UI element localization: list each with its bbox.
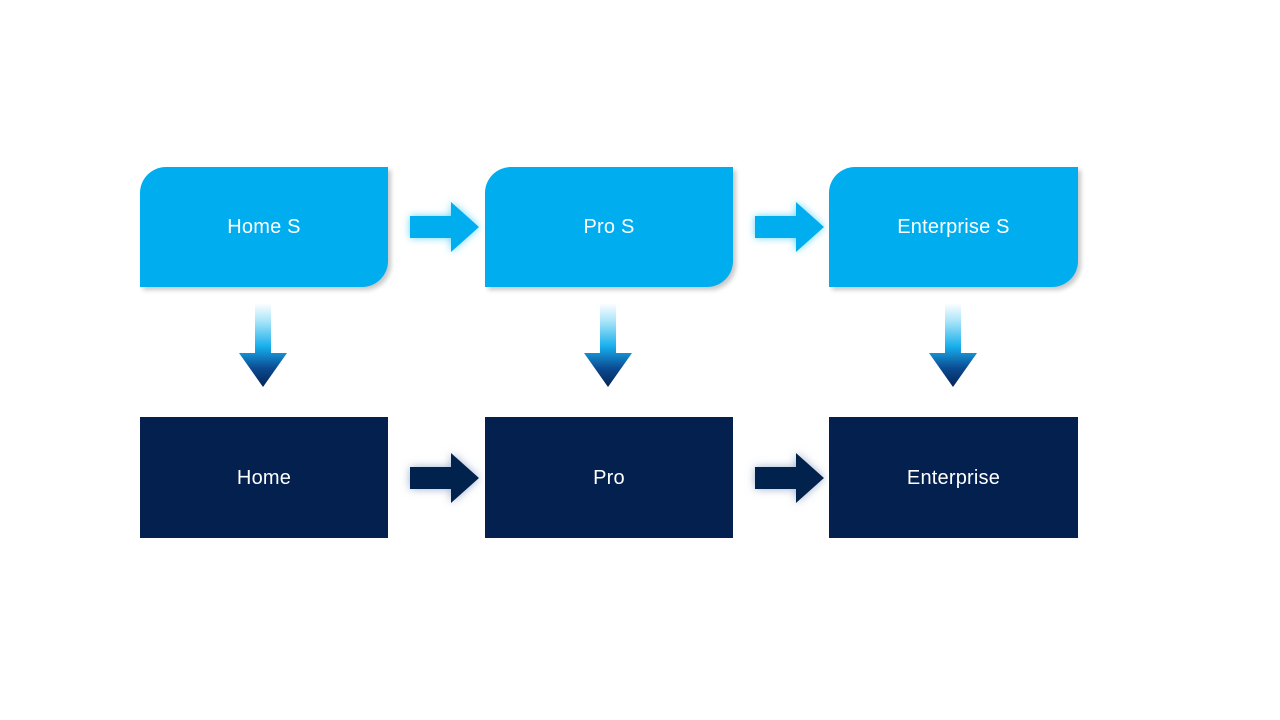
arrow-down-icon-home-s-to-home — [232, 303, 294, 391]
process-node-pro[interactable]: Pro — [485, 417, 733, 538]
arrow-right-icon-pro-to-enterprise — [750, 449, 828, 507]
node-label: Pro S — [583, 216, 635, 238]
process-node-enterprise-s[interactable]: Enterprise S — [829, 167, 1078, 287]
process-node-pro-s[interactable]: Pro S — [485, 167, 733, 287]
arrow-down-icon-enterprise-s-to-enterprise — [922, 303, 984, 391]
process-node-home-s[interactable]: Home S — [140, 167, 388, 287]
node-label: Enterprise S — [897, 216, 1010, 238]
arrow-right-icon-home-s-to-pro-s — [405, 198, 483, 256]
node-label: Enterprise — [906, 466, 1001, 489]
arrow-right-icon-home-to-pro — [405, 449, 483, 507]
node-label: Home — [236, 466, 292, 489]
process-node-home[interactable]: Home — [140, 417, 388, 538]
process-node-enterprise[interactable]: Enterprise — [829, 417, 1078, 538]
arrow-right-icon-pro-s-to-enterprise-s — [750, 198, 828, 256]
node-label: Home S — [227, 216, 301, 238]
node-label: Pro — [593, 466, 625, 489]
arrow-down-icon-pro-s-to-pro — [577, 303, 639, 391]
